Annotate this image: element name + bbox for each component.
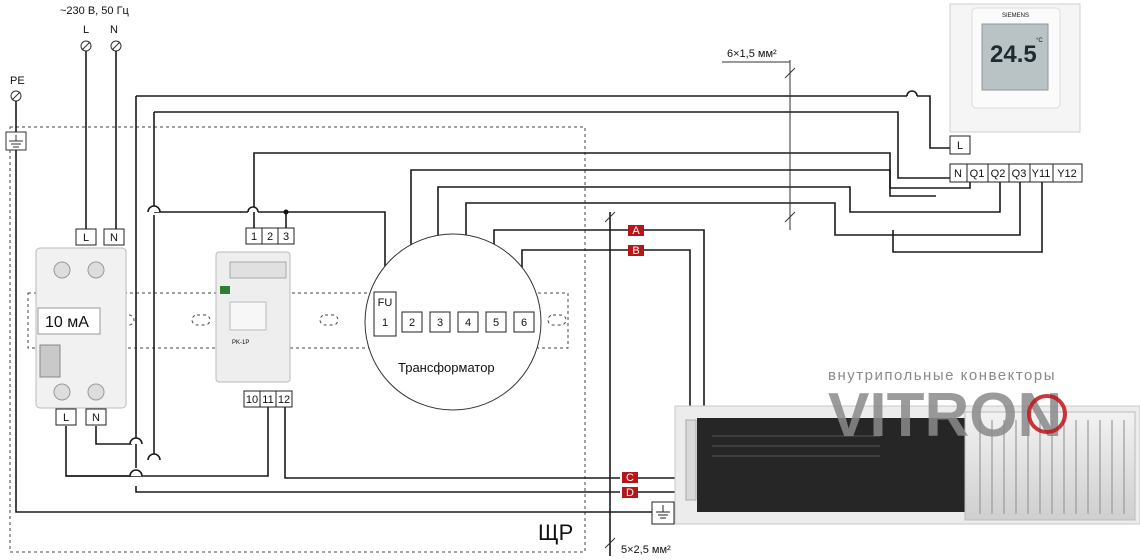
thermostat-brand: SIEMENS <box>1002 13 1029 19</box>
neutral-label: N <box>110 24 118 36</box>
relay-t3: 3 <box>283 231 289 243</box>
thermostat: SIEMENS 24.5 °C L N Q1 Q2 Q3 Y11 Y12 <box>949 3 1083 183</box>
convector-cable-label: 5×2,5 мм² <box>621 544 671 556</box>
relay-t2: 2 <box>267 231 273 243</box>
relay: 1 2 3 PK-1P 10 11 12 <box>215 227 295 408</box>
supply: ~230 В, 50 Гц L N PE <box>5 5 130 151</box>
relay-model: PK-1P <box>232 340 249 346</box>
thermostat-unit: °C <box>1036 38 1043 44</box>
th-term-n: N <box>954 168 962 180</box>
earth-label: PE <box>10 75 25 87</box>
rcbo-in-n: N <box>110 232 118 244</box>
tr-term-6: 6 <box>521 317 527 329</box>
rcbo: L N 10 мА L N <box>35 228 127 426</box>
cable-tick <box>604 537 616 549</box>
th-term-q1: Q1 <box>970 168 985 180</box>
cable-tick <box>784 211 796 223</box>
ground-icon <box>5 131 27 151</box>
relay-b10: 10 <box>246 394 258 406</box>
marker-c: C <box>626 472 634 484</box>
tr-term-4: 4 <box>465 317 471 329</box>
panel-label: ЩР <box>538 520 573 545</box>
tr-term-5: 5 <box>493 317 499 329</box>
th-term-q3: Q3 <box>1012 168 1027 180</box>
fuse-number: 1 <box>382 317 388 329</box>
transformer-label: Трансформатор <box>398 360 495 375</box>
marker-b: B <box>632 245 639 257</box>
tr-term-2: 2 <box>409 317 415 329</box>
relay-b12: 12 <box>278 394 290 406</box>
thermostat-cable-label: 6×1,5 мм² <box>727 48 777 60</box>
panel-boundary <box>9 126 586 553</box>
brand-watermark: внутрипольные конвекторы VITRON <box>828 367 1067 450</box>
relay-b11: 11 <box>262 394 273 406</box>
wire-crossings <box>129 90 918 477</box>
supply-voltage-label: ~230 В, 50 Гц <box>60 5 130 17</box>
brand-tagline: внутрипольные конвекторы <box>828 367 1056 384</box>
th-term-y12: Y12 <box>1057 168 1077 180</box>
th-term-q2: Q2 <box>991 168 1006 180</box>
marker-a: A <box>632 225 640 237</box>
markers: A B C D <box>622 225 644 499</box>
wires <box>15 51 1043 556</box>
tr-term-3: 3 <box>437 317 443 329</box>
cable-tick <box>604 211 616 223</box>
brand-flame-icon <box>1027 394 1067 434</box>
cable-tick <box>784 67 796 79</box>
th-term-l: L <box>957 140 963 152</box>
convector-ground-symbol <box>656 505 670 519</box>
supply-terminal-icons <box>10 40 122 102</box>
rcbo-out-l: L <box>63 412 69 424</box>
fuse-label: FU <box>378 297 393 309</box>
junction-dot <box>283 209 289 215</box>
marker-d: D <box>626 487 634 499</box>
relay-t1: 1 <box>251 231 257 243</box>
brand-name: VITRON <box>828 381 1062 450</box>
convector-ground-icon <box>651 501 675 525</box>
rcbo-rating: 10 мА <box>45 314 89 331</box>
rcbo-out-n: N <box>92 412 100 424</box>
phase-label: L <box>83 24 89 36</box>
thermostat-display: 24.5 <box>990 41 1037 68</box>
transformer: FU 1 2 3 4 5 6 Трансформатор <box>364 233 542 411</box>
rcbo-in-l: L <box>83 232 89 244</box>
th-term-y11: Y11 <box>1032 168 1051 180</box>
